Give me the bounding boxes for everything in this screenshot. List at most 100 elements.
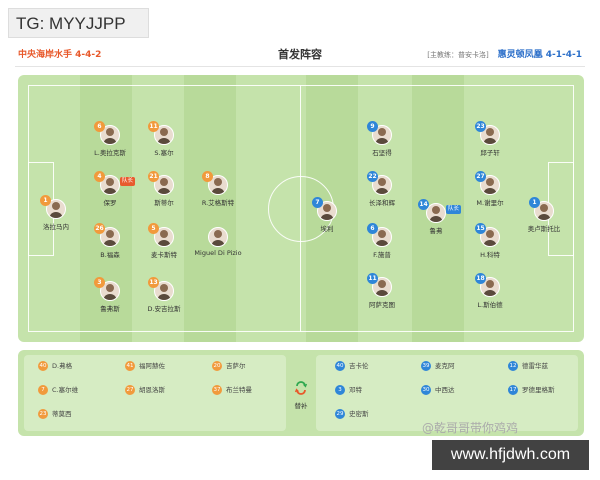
shirt-number: 22 [367,171,378,182]
player-card[interactable]: 6 L.奥拉克斯 [70,121,150,165]
sub-item[interactable]: 39 麦克阿 [421,360,455,371]
player-card[interactable]: 15 H.科特 [450,223,530,267]
player-name: 邱子轩 [480,149,500,157]
home-team-formation[interactable]: 中央海岸水手 4-4-2 [18,50,102,60]
sub-number: 17 [508,385,518,395]
player-card[interactable]: 7 埃利 [287,197,367,241]
player-avatar [100,281,120,301]
player-avatar [154,125,174,145]
sub-item[interactable]: 23 蒂莫西 [38,408,72,419]
player-name: L.奥拉克斯 [94,149,126,157]
player-name: D.安吉拉斯 [147,305,181,313]
player-name: R.艾格斯特 [201,199,235,207]
sub-name: 蒂莫西 [52,410,72,418]
player-card[interactable]: 5 麦卡斯特 [124,223,204,267]
player-name: B.福森 [100,251,120,259]
shirt-number: 6 [367,223,378,234]
shirt-number: 21 [148,171,159,182]
player-card[interactable]: 22 长泽和辉 [342,171,422,215]
player-name: M.谢里尔 [476,199,504,207]
player-card[interactable]: 14 队长 鲁弗 [396,199,476,243]
sub-number: 27 [125,385,135,395]
pitch-stripe [184,75,236,342]
player-card[interactable]: 26 B.福森 [70,223,150,267]
player-card-home-gk[interactable]: 1 洛拉马内 [18,195,96,239]
sub-item[interactable]: 37 布兰特曼 [212,384,252,395]
player-avatar [372,175,392,195]
sub-item[interactable]: 17 罗德里格斯 [508,384,555,395]
sub-name: C.塞尔维 [52,386,79,394]
player-card-away-gk[interactable]: 1 奥卢斯托比 [504,197,584,241]
sub-number: 3 [335,385,345,395]
player-card[interactable]: Miguel Di Pizio [178,227,258,267]
sub-name: 中西达 [435,386,455,394]
player-card[interactable]: 21 斯蒂尔 [124,171,204,215]
player-avatar [372,277,392,297]
player-name: 保罗 [103,199,117,207]
player-name: 鲁弗 [429,227,443,235]
sub-name: 吉卡伦 [349,362,369,370]
player-card[interactable]: 4 队长 保罗 [70,171,150,215]
shirt-number: 11 [367,273,378,284]
sub-name: 福阿赫佐 [139,362,165,370]
sub-number: 23 [38,409,48,419]
shirt-number: 4 [94,171,105,182]
player-avatar [208,175,228,195]
player-avatar [317,201,337,221]
sub-name: D.弗格 [52,362,73,370]
player-avatar [46,199,66,219]
sub-name: 邓特 [349,386,362,394]
player-card[interactable]: 3 鲁弗斯 [70,277,150,321]
away-team-formation[interactable]: 惠灵顿凤凰 4-1-4-1 [497,50,582,60]
sub-name: 布兰特曼 [226,386,252,394]
sub-name: 吉萨尔 [226,362,246,370]
shirt-number: 13 [148,277,159,288]
player-card[interactable]: 23 邱子轩 [450,121,530,165]
telegram-watermark: TG: MYYJJPP [8,8,149,38]
shirt-number: 11 [148,121,159,132]
coach-label: [主教练：普安卡洛] [427,51,489,59]
sub-item[interactable]: 41 福阿赫佐 [125,360,165,371]
sub-number: 41 [125,361,135,371]
player-card[interactable]: 18 L.斯伯德 [450,273,530,317]
shirt-number: 5 [148,223,159,234]
shirt-number: 1 [40,195,51,206]
shirt-number: 9 [367,121,378,132]
player-card[interactable]: 8 R.艾格斯特 [178,171,258,215]
player-name: 鲁弗斯 [100,305,120,313]
shirt-number: 15 [475,223,486,234]
sub-number: 12 [508,361,518,371]
player-avatar [154,227,174,247]
player-name: 奥卢斯托比 [527,225,561,233]
captain-badge: 队长 [120,177,136,186]
player-card[interactable]: 11 阿萨克图 [342,273,422,317]
shirt-number: 27 [475,171,486,182]
player-name: Miguel Di Pizio [194,249,242,257]
player-card[interactable]: 13 D.安吉拉斯 [124,277,204,321]
shirt-number: 6 [94,121,105,132]
sub-number: 39 [421,361,431,371]
player-name: 阿萨克图 [369,301,395,309]
sub-item[interactable]: 12 德雷华兹 [508,360,548,371]
away-subs-box [316,355,578,431]
player-name: L.斯伯德 [477,301,503,309]
shirt-number: 18 [475,273,486,284]
player-card[interactable]: 11 S.塞尔 [124,121,204,165]
player-card[interactable]: 27 M.谢里尔 [450,171,530,215]
player-card[interactable]: 9 石坚得 [342,121,422,165]
player-name: 洛拉马内 [43,223,69,231]
sub-item[interactable]: 3 邓特 [335,384,362,395]
sub-name: 罗德里格斯 [522,386,555,394]
sub-name: 麦克阿 [435,362,455,370]
site-watermark: www.hfjdwh.com [432,440,589,470]
sub-number: 37 [212,385,222,395]
player-card[interactable]: 6 F.施普 [342,223,422,267]
sub-name: 德雷华兹 [522,362,548,370]
